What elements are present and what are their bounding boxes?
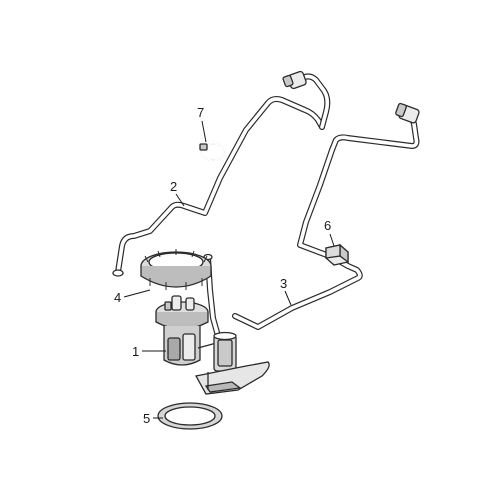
callout-2: 2 xyxy=(170,179,185,207)
callout-7: 7 xyxy=(197,105,207,143)
callout-7-label: 7 xyxy=(197,105,204,120)
callout-1-label: 1 xyxy=(132,344,139,359)
callout-1: 1 xyxy=(132,344,166,359)
callout-5: 5 xyxy=(143,411,163,426)
callout-5-label: 5 xyxy=(143,411,150,426)
hose-3-connector xyxy=(395,102,420,124)
hose-part-3 xyxy=(203,102,420,339)
callout-3-label: 3 xyxy=(280,276,287,291)
hose-2-connector xyxy=(282,70,307,90)
callout-3: 3 xyxy=(280,276,292,306)
hose-clamp-part-7 xyxy=(199,143,226,161)
seal-ring-part-5 xyxy=(157,402,223,430)
callout-6-label: 6 xyxy=(324,218,331,233)
callout-4-label: 4 xyxy=(114,290,121,305)
callout-6: 6 xyxy=(324,218,335,247)
clip-part-6 xyxy=(325,243,349,266)
callout-2-label: 2 xyxy=(170,179,177,194)
fuel-pump-part-1 xyxy=(155,295,270,395)
callout-4: 4 xyxy=(114,289,151,305)
hose-part-2 xyxy=(112,70,331,277)
lock-ring-part-4 xyxy=(140,249,212,290)
